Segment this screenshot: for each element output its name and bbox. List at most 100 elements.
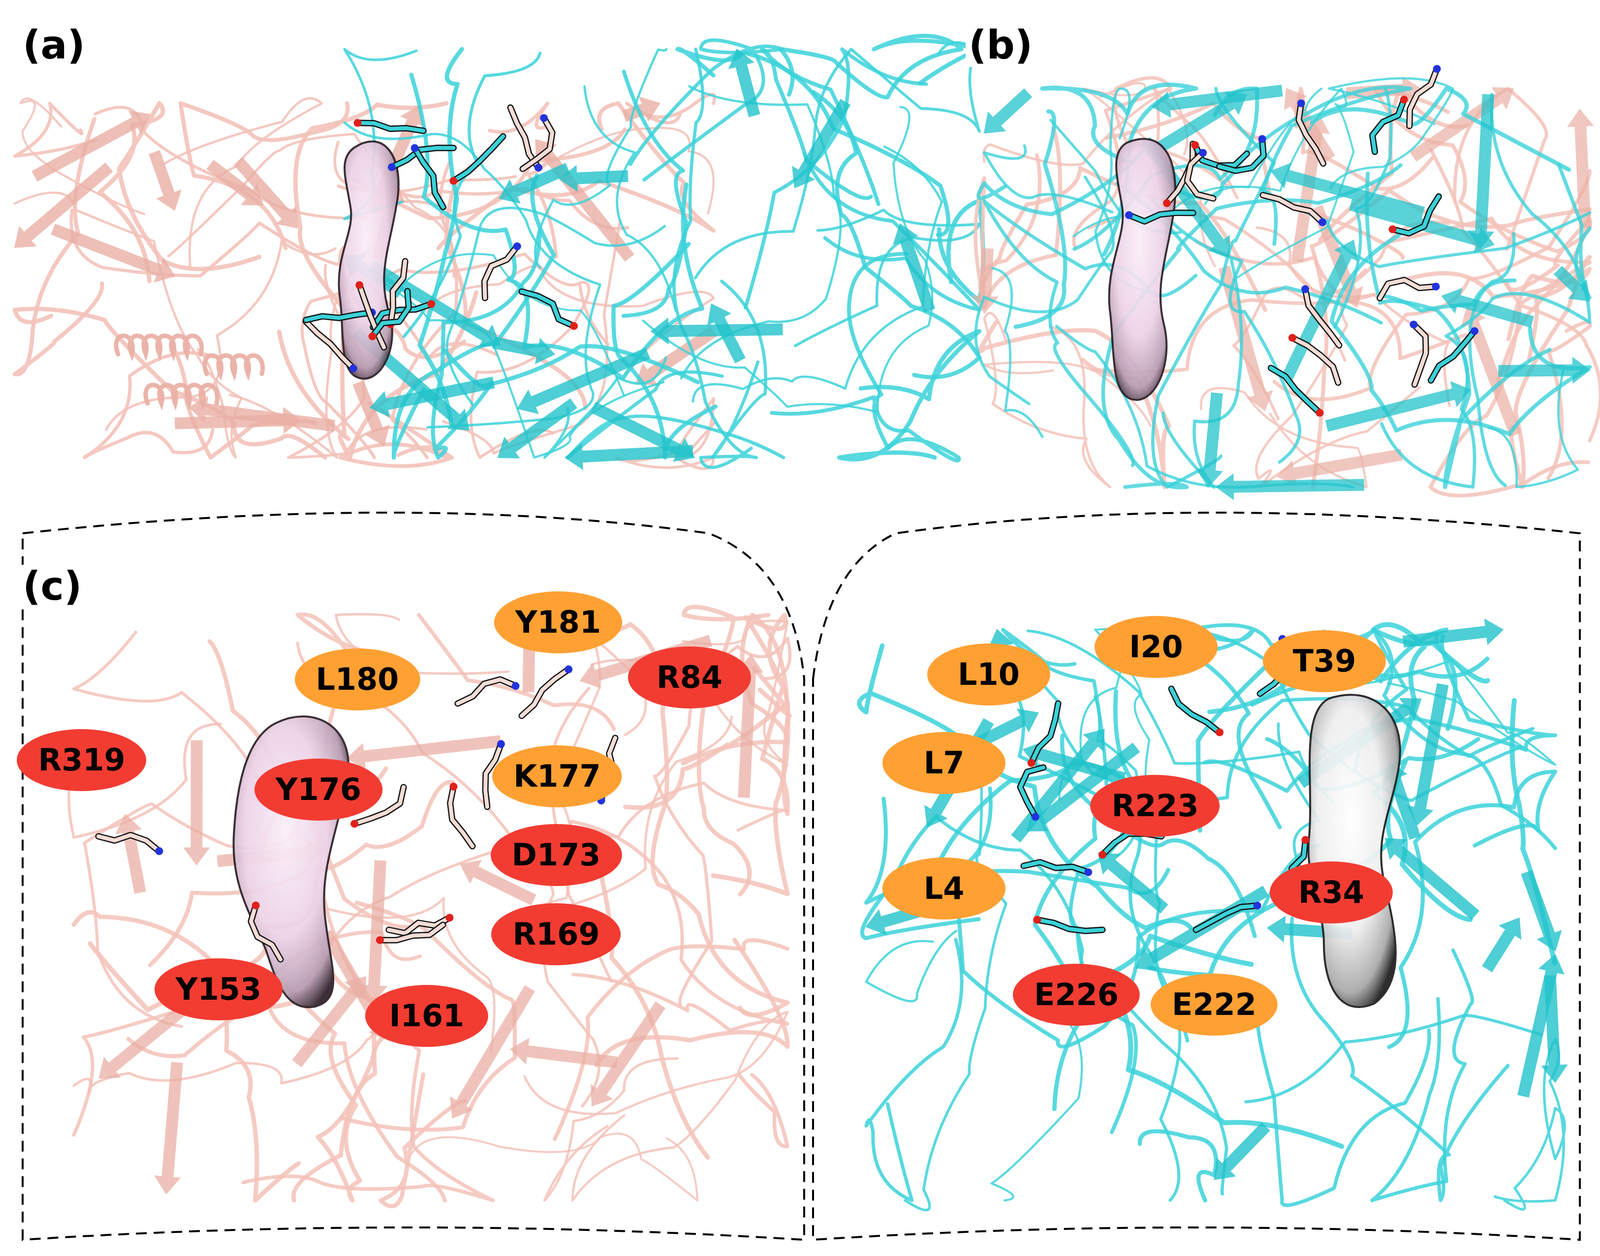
residue-stick	[521, 669, 569, 717]
panel-label: (c)	[19, 564, 86, 609]
atom	[1191, 141, 1199, 150]
atom	[1316, 408, 1324, 417]
ribbon-coil	[630, 40, 783, 181]
ribbon-layer	[14, 35, 1600, 1211]
atom	[349, 364, 358, 373]
atom	[350, 819, 359, 828]
ellipse-fill	[492, 745, 622, 808]
ribbon-coil	[596, 940, 788, 1066]
ribbon-coil	[313, 849, 599, 1107]
atom	[1215, 728, 1224, 737]
residue-stick	[1031, 703, 1059, 764]
atom	[355, 281, 364, 289]
residue-stick	[1372, 99, 1405, 153]
ribbon-coil	[342, 903, 515, 1131]
beta-strand	[591, 1002, 665, 1107]
beta-strand	[1214, 1123, 1270, 1181]
residue-stick	[305, 321, 354, 369]
residue-ellipse: R169	[491, 903, 621, 966]
residue-stick-layer	[98, 64, 1479, 960]
residue-stick	[1187, 153, 1214, 199]
residue-stick	[1129, 212, 1193, 222]
ellipse-fill	[882, 857, 1006, 920]
atom	[1098, 850, 1107, 859]
ribbon-coil	[975, 177, 1114, 405]
residue-stick	[359, 284, 384, 348]
ribbon-coil	[73, 932, 421, 1136]
residue-stick	[1195, 906, 1258, 931]
residue-stick	[1036, 920, 1103, 932]
beta-strand	[155, 1063, 183, 1195]
residue-label: D173	[511, 840, 601, 871]
atom	[1125, 211, 1133, 220]
ellipse-fill	[1262, 630, 1386, 693]
residue-stick	[1195, 906, 1258, 931]
atom	[1409, 320, 1418, 329]
residue-stick	[1036, 920, 1103, 932]
atom	[1288, 334, 1297, 343]
beta-strand	[1098, 853, 1168, 913]
residue-ellipse: E226	[1012, 964, 1140, 1027]
beta-strand	[510, 1039, 618, 1069]
residue-stick	[1380, 280, 1437, 299]
atom	[1388, 225, 1397, 234]
residue-stick	[1409, 68, 1438, 126]
residue-stick	[521, 669, 569, 717]
beta-strand	[1541, 975, 1568, 1083]
ribbon-coil	[554, 940, 788, 1140]
ribbon-coil	[73, 912, 299, 1201]
beta-strand	[651, 318, 783, 345]
residue-ellipse: I161	[365, 985, 489, 1048]
residue-label: E226	[1034, 979, 1119, 1011]
atom	[445, 913, 454, 922]
ellipse-fill	[365, 985, 489, 1048]
ribbon-coil	[625, 703, 788, 895]
ribbon-coil	[623, 71, 687, 317]
residue-ellipse: T39	[1262, 630, 1386, 693]
residue-stick	[250, 905, 281, 960]
residue-label: L4	[923, 873, 965, 905]
beta-strand	[116, 815, 146, 894]
atom	[1033, 916, 1041, 925]
residue-stick	[1298, 103, 1324, 164]
residue-label: E222	[1171, 989, 1257, 1021]
residue-ellipse: Y181	[494, 591, 623, 654]
atom	[155, 847, 164, 856]
residue-stick	[98, 835, 160, 852]
residue-stick	[359, 284, 384, 348]
beta-strand	[972, 248, 999, 314]
residue-label: R169	[512, 919, 600, 950]
atom	[1318, 218, 1327, 227]
ribbon-coil	[780, 35, 980, 98]
beta-strand	[14, 163, 113, 248]
atom	[1297, 99, 1306, 108]
residue-stick	[1023, 862, 1089, 873]
ribbon-coil	[745, 49, 927, 308]
residue-stick	[1292, 338, 1339, 383]
ellipse-fill	[1090, 775, 1220, 838]
ribbon-coil	[866, 931, 957, 1002]
atom	[569, 322, 578, 331]
beta-strand	[32, 111, 151, 181]
residue-stick	[1194, 145, 1247, 166]
atom	[1198, 149, 1207, 157]
beta-strand	[1468, 94, 1494, 249]
atom	[251, 901, 260, 910]
beta-strand	[175, 407, 301, 434]
residue-stick	[98, 835, 160, 852]
ribbon-coil	[1274, 170, 1590, 400]
residue-stick	[1292, 338, 1339, 383]
beta-strand	[207, 160, 263, 205]
residue-label: R34	[1298, 877, 1365, 909]
beta-strand	[1482, 918, 1521, 973]
residue-ellipse: D173	[490, 824, 623, 887]
ribbon-coil	[692, 146, 942, 402]
atom	[368, 332, 377, 341]
ribbon-coil	[1488, 370, 1578, 488]
atom	[1027, 759, 1036, 768]
pocket-surface	[1308, 694, 1400, 1008]
beta-strand	[499, 163, 570, 203]
ribbon-coil	[1257, 1013, 1430, 1206]
residue-stick	[1031, 703, 1059, 764]
